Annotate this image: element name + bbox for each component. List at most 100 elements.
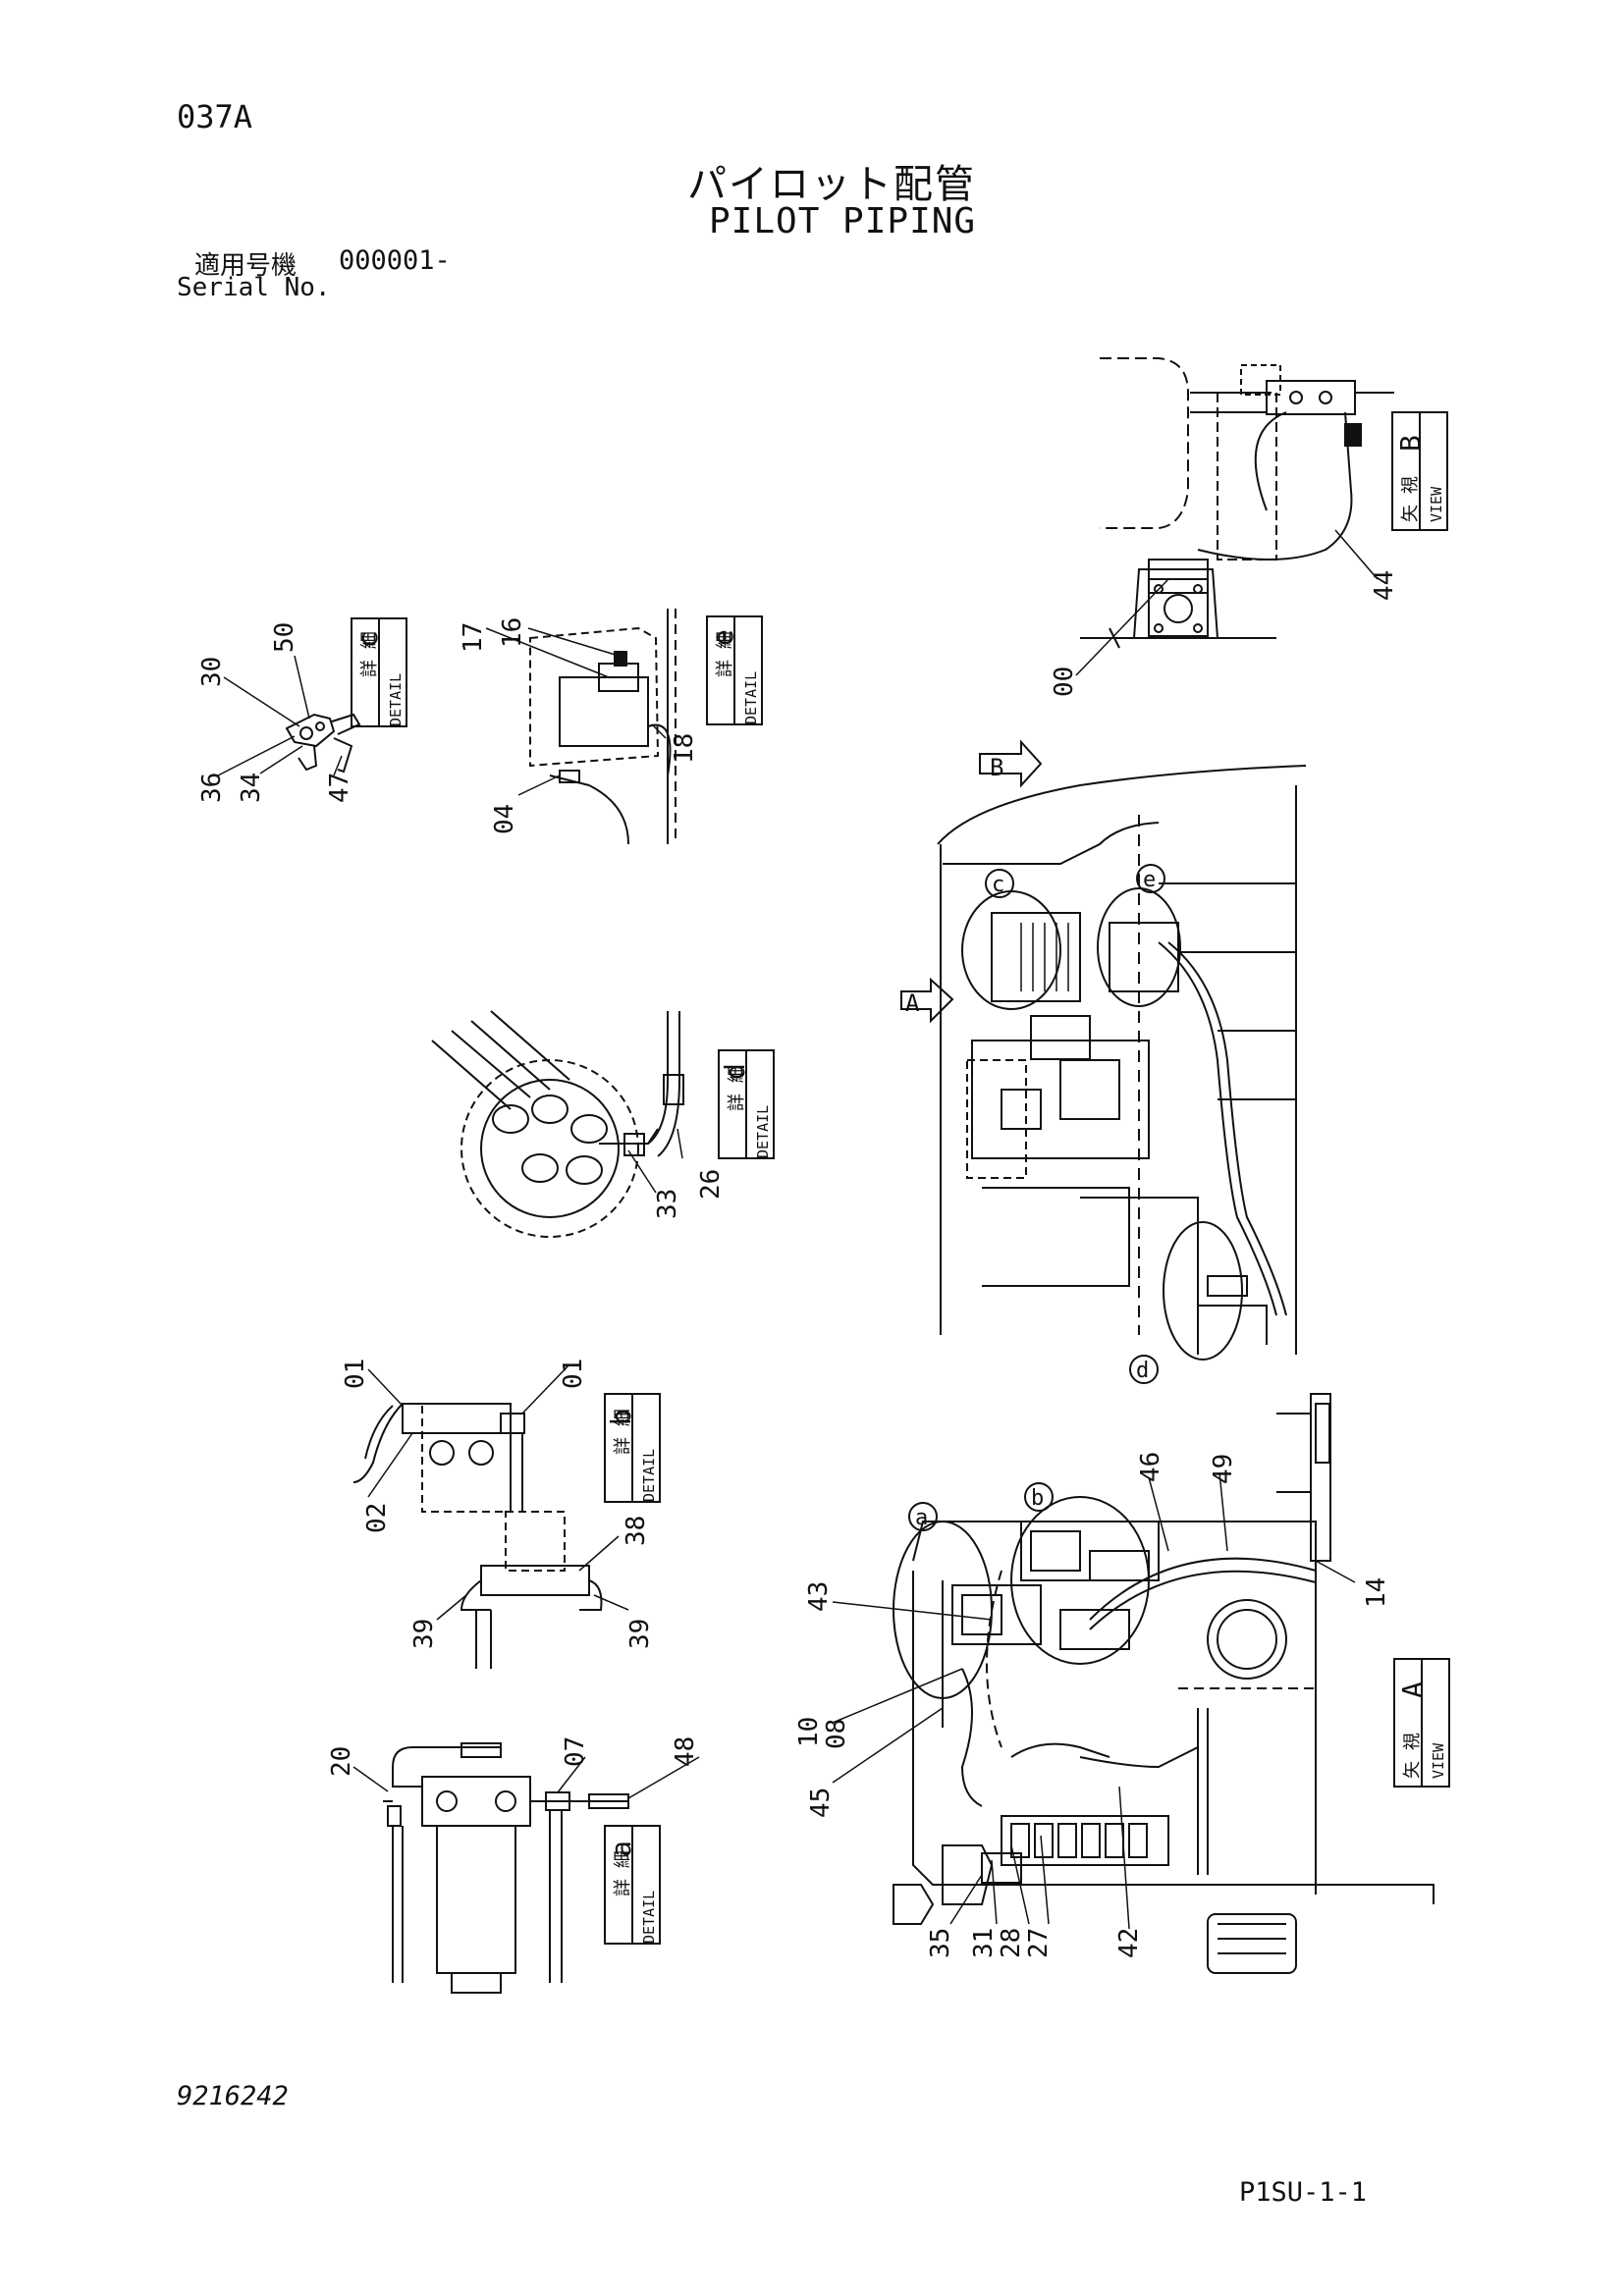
svg-text:e: e [1143,868,1156,892]
callout-49: 49 [1209,1454,1238,1484]
detail-c: 詳 細 DETAIL c 30 50 36 34 47 [197,617,407,803]
svg-text:DETAIL: DETAIL [640,1449,658,1502]
circle-a [908,1502,938,1531]
detail-b: 詳 細 DETAIL b 01 01 [341,1359,661,1669]
svg-text:VIEW: VIEW [1428,486,1445,522]
callout-01-left: 01 [341,1359,370,1389]
callout-39-right: 39 [625,1619,655,1649]
callout-08: 08 [822,1719,851,1749]
view-a-label-box: 矢 視 VIEW A [1393,1658,1450,1788]
svg-text:d: d [1136,1359,1149,1383]
detail-b-leaders [367,1363,629,1621]
callout-26: 26 [696,1169,726,1200]
callout-33: 33 [653,1189,682,1219]
detail-e-leaders [485,627,667,796]
circle-d [1129,1355,1159,1384]
circle-c [985,869,1014,898]
callout-20: 20 [327,1746,356,1777]
machine-outline [937,765,1307,1355]
svg-text:DETAIL: DETAIL [640,1891,658,1944]
title-japanese: パイロット配管 [687,162,976,207]
serial-number: 000001- [339,245,451,276]
view-b-leaders [1075,529,1379,676]
detail-a: 詳 細 DETAIL a 20 07 48 [327,1736,700,1994]
svg-text:c: c [352,631,384,648]
svg-text:a: a [915,1506,928,1530]
title-english: PILOT PIPING [709,201,977,241]
detail-a-part [383,1742,629,1994]
callout-47: 47 [325,773,354,803]
callout-00: 00 [1050,667,1079,697]
detail-e-label-box: 詳 細 DETAIL e [706,615,763,725]
detail-d-part [431,1010,684,1238]
callout-42: 42 [1114,1928,1144,1958]
svg-text:a: a [605,1841,637,1857]
callout-04: 04 [490,804,519,834]
svg-text:b: b [1031,1486,1044,1511]
svg-text:DETAIL: DETAIL [387,673,405,726]
callout-10: 10 [794,1717,824,1747]
svg-text:詳 細: 詳 細 [715,631,735,677]
view-a-structure [893,1393,1435,1974]
circle-b [1024,1482,1054,1512]
arrow-a: A [900,977,954,1024]
callout-07: 07 [561,1736,590,1767]
callout-48: 48 [671,1736,700,1767]
svg-text:VIEW: VIEW [1430,1742,1447,1779]
callout-34: 34 [237,773,266,803]
callout-45: 45 [806,1788,836,1818]
callout-50: 50 [270,622,299,653]
svg-text:A: A [905,989,920,1017]
callout-44: 44 [1370,570,1399,601]
detail-c-part [285,713,361,774]
view-a: 矢 視 VIEW A [794,1393,1450,1974]
svg-text:矢 視: 矢 視 [1400,476,1421,522]
view-b-structure [1080,357,1394,649]
callout-01-right: 01 [559,1359,588,1389]
callout-43: 43 [804,1581,834,1612]
callout-39-left: 39 [409,1619,439,1649]
view-a-leaders [832,1471,1356,1930]
detail-d: 詳 細 DETAIL d 33 26 [431,1010,775,1238]
detail-c-leaders [217,655,343,776]
detail-circles: c e d [961,864,1243,1384]
detail-a-leaders [352,1756,700,1799]
svg-text:DETAIL: DETAIL [742,671,760,724]
circle-e [1136,864,1165,893]
callout-14: 14 [1362,1577,1391,1608]
view-b-label-box: 矢 視 VIEW B [1391,411,1448,531]
detail-d-label-box: 詳 細 DETAIL d [718,1049,775,1159]
detail-d-leaders [627,1128,683,1194]
serial-label-english: Serial No. [177,273,331,302]
svg-text:詳 細: 詳 細 [613,1850,633,1896]
svg-text:詳 細: 詳 細 [613,1409,633,1455]
callout-02: 02 [362,1503,392,1533]
arrow-b: B [979,739,1043,788]
svg-text:詳 細: 詳 細 [359,631,380,677]
serial-label-japanese: 適用号機 [194,251,298,281]
svg-text:詳 細: 詳 細 [727,1065,747,1111]
callout-17: 17 [459,622,488,653]
callout-38: 38 [622,1516,651,1546]
main-top-view: B A [900,739,1307,1384]
callout-31: 31 [969,1928,999,1958]
detail-e: 詳 細 DETAIL e 17 16 18 04 [459,609,763,845]
svg-text:DETAIL: DETAIL [754,1105,772,1158]
callout-18: 18 [670,733,699,764]
callout-46: 46 [1136,1452,1165,1482]
detail-a-label-box: 詳 細 DETAIL a [604,1825,661,1945]
svg-text:e: e [707,629,739,646]
callout-16: 16 [498,617,527,648]
callout-36: 36 [197,773,227,803]
page-code: 037A [177,98,253,135]
page-reference: P1SU-1-1 [1239,2177,1368,2208]
svg-text:矢 視: 矢 視 [1402,1733,1423,1779]
svg-text:c: c [992,873,1004,897]
svg-text:b: b [605,1409,637,1425]
callout-28: 28 [997,1928,1026,1958]
drawing-number: 9216242 [177,2081,289,2111]
view-b: 矢 視 VIEW B [1050,357,1448,697]
detail-b-part [352,1403,603,1669]
callout-30: 30 [197,657,227,687]
